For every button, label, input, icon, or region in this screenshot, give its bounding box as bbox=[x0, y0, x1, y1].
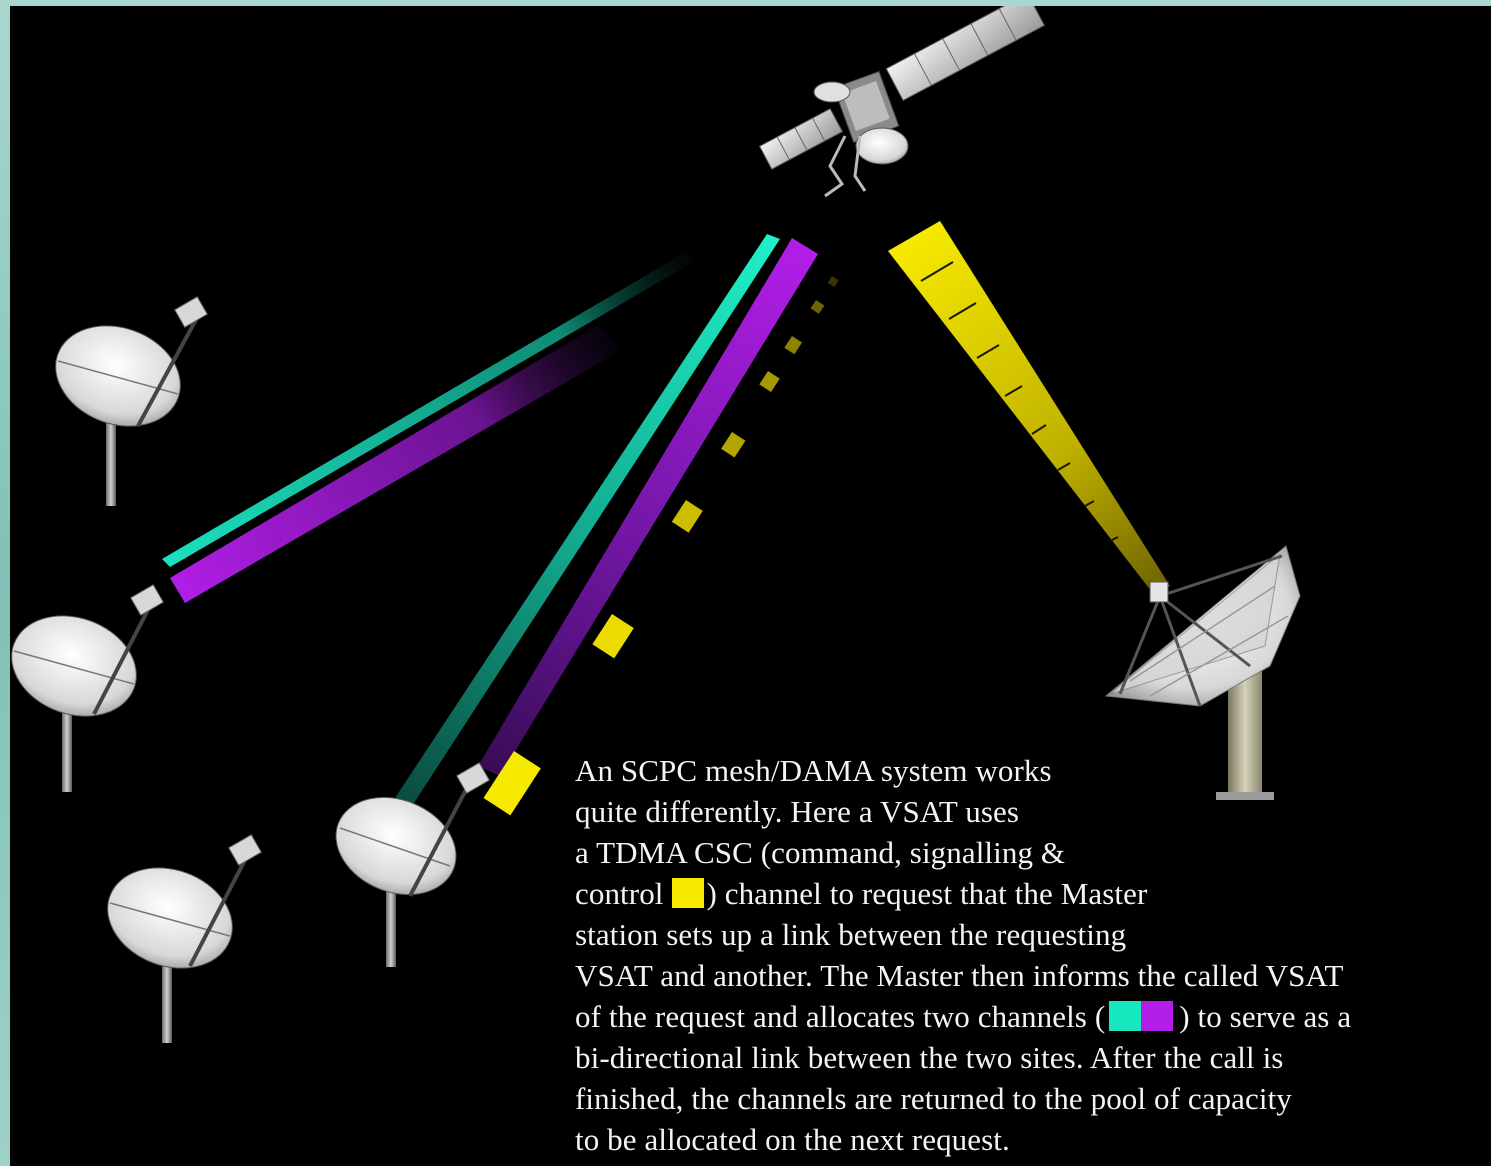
caption-line: a TDMA CSC (command, signalling & bbox=[575, 835, 1066, 870]
cyan-channel-beam-middle bbox=[395, 234, 780, 806]
caption-line: quite differently. Here a VSAT uses bbox=[575, 794, 1020, 829]
caption-line: control ) channel to request that the Mas… bbox=[575, 873, 1491, 914]
caption-text: ) to serve as a bbox=[1179, 999, 1352, 1034]
caption-line: of the request and allocates two channel… bbox=[575, 996, 1491, 1037]
vsat-dish-icon bbox=[11, 584, 164, 792]
description-text: An SCPC mesh/DAMA system works quite dif… bbox=[575, 750, 1491, 1160]
purple-channel-beam-left bbox=[170, 324, 620, 603]
cyan-channel-beam-left bbox=[162, 252, 695, 567]
vsat-dish-icon bbox=[55, 296, 208, 506]
caption-line: An SCPC mesh/DAMA system works bbox=[575, 753, 1052, 788]
cyan-channel-swatch bbox=[1109, 1001, 1142, 1031]
vsat-dish-icon bbox=[335, 762, 490, 967]
scpc-mesh-diagram bbox=[11, 6, 1301, 1043]
purple-channel-beam-middle bbox=[478, 238, 818, 776]
caption-line: to be allocated on the next request. bbox=[575, 1122, 1010, 1157]
control-channel-bursts bbox=[483, 276, 839, 816]
caption-line: VSAT and another. The Master then inform… bbox=[575, 958, 1344, 993]
master-station-icon bbox=[1104, 545, 1301, 800]
control-channel-beam-master bbox=[888, 221, 1170, 596]
vsat-dish-icon bbox=[107, 834, 262, 1043]
purple-channel-swatch bbox=[1141, 1001, 1174, 1031]
caption-line: station sets up a link between the reque… bbox=[575, 917, 1127, 952]
caption-line: finished, the channels are returned to t… bbox=[575, 1081, 1292, 1116]
control-channel-swatch bbox=[671, 878, 704, 908]
caption-line: bi-directional link between the two site… bbox=[575, 1040, 1284, 1075]
caption-text: of the request and allocates two channel… bbox=[575, 999, 1106, 1034]
diagram-slide: An SCPC mesh/DAMA system works quite dif… bbox=[10, 6, 1491, 1166]
caption-text: control bbox=[575, 876, 664, 911]
satellite-icon bbox=[758, 6, 1046, 198]
caption-text: ) channel to request that the Master bbox=[706, 876, 1148, 911]
